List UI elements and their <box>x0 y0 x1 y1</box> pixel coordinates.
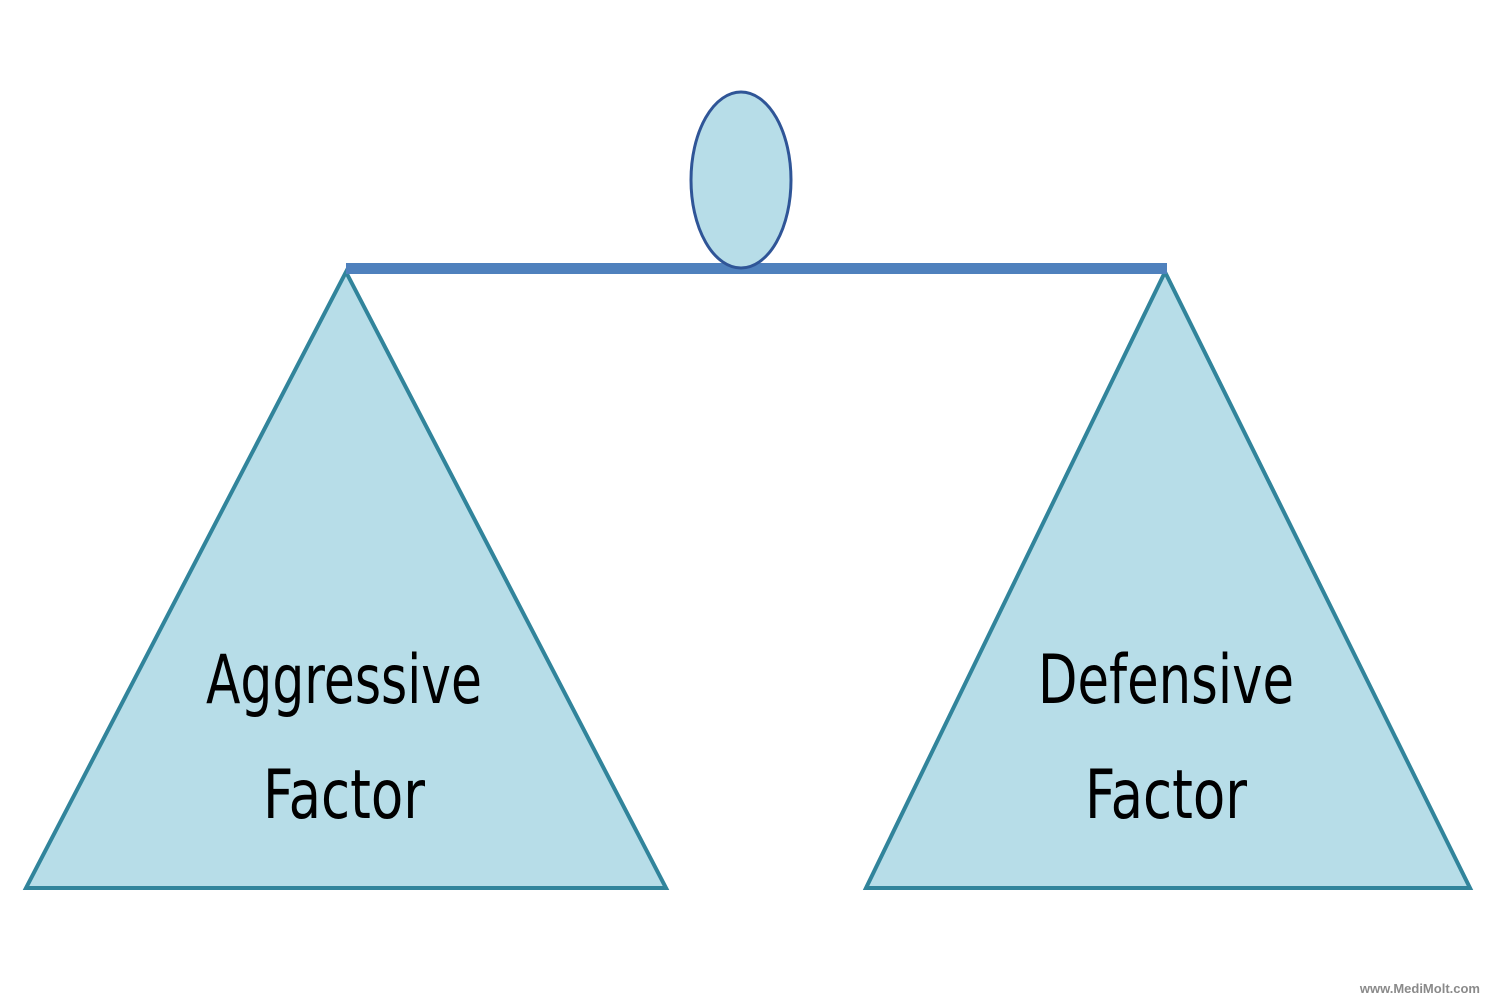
scale-beam <box>346 263 1167 274</box>
aggressive-label-line1: Aggressive <box>206 641 482 720</box>
watermark-text: www.MediMolt.com <box>1359 981 1480 996</box>
aggressive-factor-triangle <box>22 267 670 890</box>
defensive-label-line1: Defensive <box>1038 641 1294 720</box>
fulcrum-ellipse <box>689 90 793 270</box>
defensive-label-line2: Factor <box>1085 756 1247 835</box>
aggressive-label-line2: Factor <box>263 756 425 835</box>
defensive-factor-triangle <box>862 267 1474 890</box>
